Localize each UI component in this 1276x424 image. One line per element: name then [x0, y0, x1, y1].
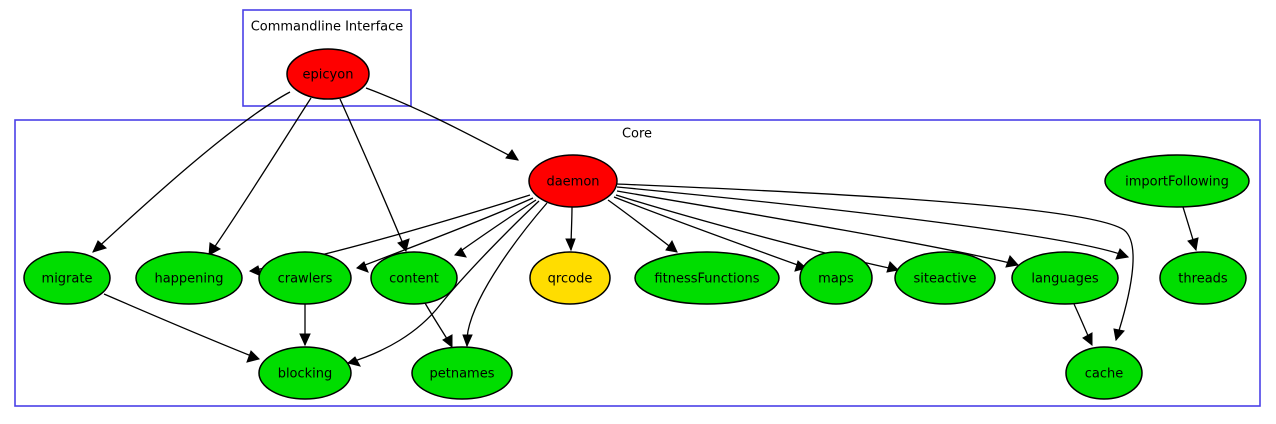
- node-languages-shape[interactable]: [1011, 251, 1119, 305]
- edge-epicyon-migrate: [92, 91, 291, 253]
- node-migrate-shape[interactable]: [23, 251, 111, 305]
- cluster-label-core: Core: [622, 127, 652, 142]
- node-daemon[interactable]: daemon: [528, 154, 618, 208]
- edge-daemon-qrcode: [565, 206, 576, 252]
- node-epicyon-shape[interactable]: [286, 48, 370, 100]
- node-happening[interactable]: happening: [135, 251, 243, 305]
- edge-epicyon-happening: [208, 97, 312, 256]
- node-cache[interactable]: cache: [1065, 346, 1143, 400]
- node-layer: epicyon daemon migrate happening crawler…: [23, 48, 1250, 400]
- node-crawlers[interactable]: crawlers: [258, 251, 352, 305]
- cluster-box-core: [14, 119, 1261, 407]
- node-maps-shape[interactable]: [799, 251, 873, 305]
- edge-daemon-crawlers: [356, 197, 534, 273]
- node-petnames[interactable]: petnames: [411, 346, 513, 400]
- node-blocking[interactable]: blocking: [258, 346, 352, 400]
- edge-epicyon-content: [339, 98, 410, 252]
- node-migrate[interactable]: migrate: [23, 251, 111, 305]
- node-fitnessfunctions-shape[interactable]: [634, 251, 780, 305]
- cluster-box-cli: [242, 9, 412, 107]
- cluster-commandline-interface: Commandline Interface: [242, 9, 412, 107]
- node-importfollowing-shape[interactable]: [1104, 154, 1250, 208]
- edge-migrate-blocking: [103, 293, 260, 363]
- edge-daemon-content: [454, 199, 537, 258]
- node-threads-shape[interactable]: [1159, 251, 1247, 305]
- node-siteactive[interactable]: siteactive: [894, 251, 996, 305]
- node-fitnessfunctions[interactable]: fitnessFunctions: [634, 251, 780, 305]
- edge-layer: [92, 87, 1199, 367]
- node-content-shape[interactable]: [370, 251, 458, 305]
- edge-content-petnames: [424, 302, 453, 349]
- edge-crawlers-blocking: [299, 304, 311, 347]
- edge-daemon-threads: [616, 186, 1130, 260]
- node-importfollowing[interactable]: importFollowing: [1104, 154, 1250, 208]
- edge-epicyon-daemon: [365, 87, 519, 161]
- node-happening-shape[interactable]: [135, 251, 243, 305]
- edge-importfollowing-threads: [1182, 206, 1199, 252]
- node-maps[interactable]: maps: [799, 251, 873, 305]
- node-daemon-shape[interactable]: [528, 154, 618, 208]
- node-qrcode[interactable]: qrcode: [529, 251, 611, 305]
- node-languages[interactable]: languages: [1011, 251, 1119, 305]
- cluster-label-cli: Commandline Interface: [251, 20, 404, 35]
- node-qrcode-shape[interactable]: [529, 251, 611, 305]
- node-blocking-shape[interactable]: [258, 346, 352, 400]
- node-threads[interactable]: threads: [1159, 251, 1247, 305]
- edge-daemon-blocking: [346, 200, 540, 367]
- node-cache-shape[interactable]: [1065, 346, 1143, 400]
- node-petnames-shape[interactable]: [411, 346, 513, 400]
- cluster-core: Core: [14, 119, 1261, 407]
- node-siteactive-shape[interactable]: [894, 251, 996, 305]
- edge-daemon-languages: [616, 190, 1019, 268]
- edge-daemon-petnames: [462, 202, 548, 348]
- node-crawlers-shape[interactable]: [258, 251, 352, 305]
- edge-daemon-cache: [616, 183, 1134, 342]
- edge-languages-cache: [1073, 303, 1093, 347]
- node-epicyon[interactable]: epicyon: [286, 48, 370, 100]
- node-content[interactable]: content: [370, 251, 458, 305]
- edge-daemon-fitnessfunctions: [607, 199, 678, 253]
